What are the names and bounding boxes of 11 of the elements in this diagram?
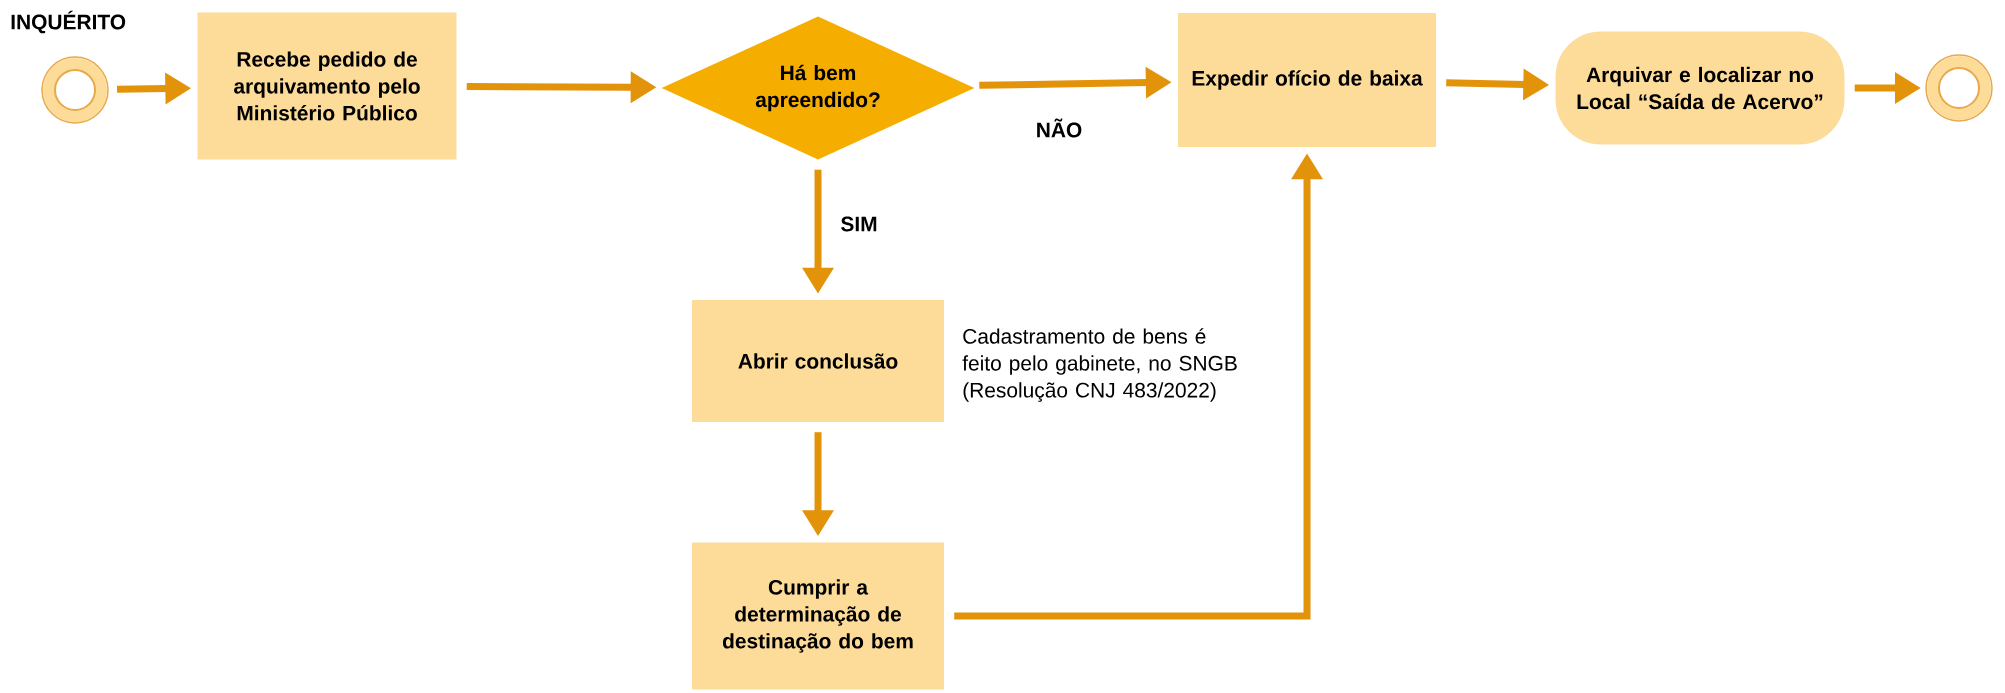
- note-text: Cadastramento de bens é feito pelo gabinete, no SNGB (Resolução CNJ 483/2022): [962, 328, 1237, 402]
- process-box: Cumprir a determinação de destinação do bem: [692, 542, 944, 690]
- process-box: Recebe pedido de arquivamento pelo Ministério Público: [197, 12, 457, 160]
- process-box: Expedir ofício de baixa: [1178, 13, 1436, 147]
- edge-label: SIM: [838, 214, 880, 234]
- process-box: Arquivar e localizar no Local “Saída de Acervo”: [1555, 31, 1845, 145]
- edge-label: NÃO: [1033, 116, 1085, 140]
- start-end-circle: [41, 56, 109, 124]
- start-end-circle: [1925, 54, 1993, 122]
- process-box: Abrir conclusão: [692, 300, 944, 422]
- note-text: INQUÉRITO: [11, 10, 126, 34]
